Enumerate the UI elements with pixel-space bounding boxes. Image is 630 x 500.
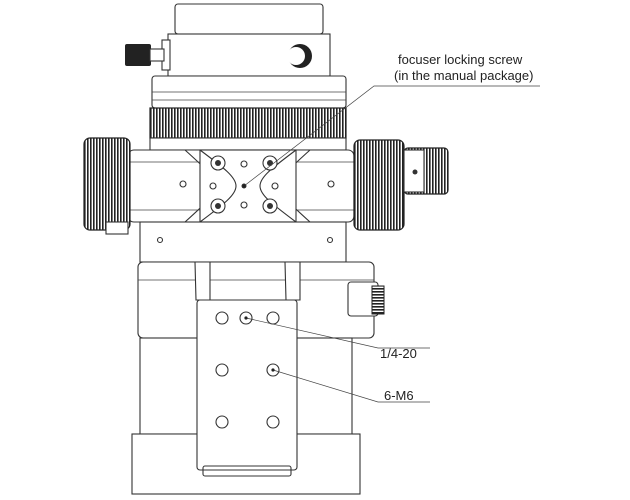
base-flange (139, 221, 347, 263)
right-focus-knob (353, 139, 449, 231)
rotation-ring-knurl (149, 107, 347, 139)
collar (151, 75, 347, 109)
left-focus-knob (83, 137, 131, 235)
dovetail-plate (194, 261, 301, 477)
thumb-screw (125, 44, 165, 66)
callout-locking-screw-line2: (in the manual package) (394, 68, 534, 83)
callout-quarter-20: 1/4-20 (380, 346, 417, 361)
callout-locking-screw-line1: focuser locking screw (398, 52, 523, 67)
callout-six-m6: 6-M6 (384, 388, 414, 403)
callout-leaders (242, 85, 540, 403)
focuser-body (127, 149, 355, 223)
